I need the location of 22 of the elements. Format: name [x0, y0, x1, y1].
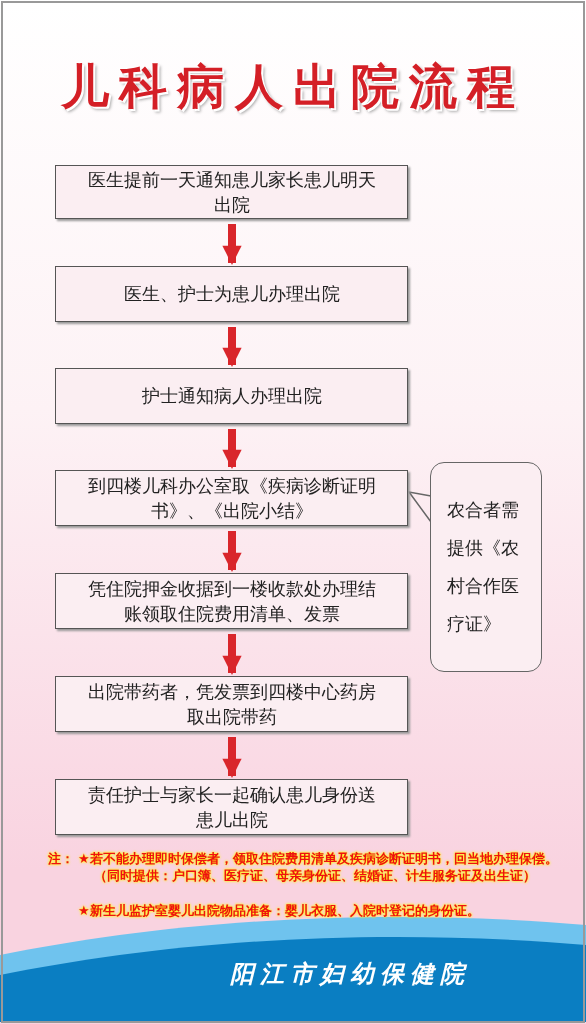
callout-pointer: [407, 490, 432, 523]
process-box: [55, 266, 408, 322]
process-box: [55, 470, 408, 526]
process-box: [55, 165, 408, 219]
note-text: ★若不能办理即时保偿者，领取住院费用清单及疾病诊断证明书，回当地办理保偿。（同时提供：户口簿、医疗证、母亲身份证、结婚证、计生服务证及出生证）: [78, 851, 559, 885]
step-text: 护士通知病人办理出院: [141, 384, 322, 409]
step-text: 凭住院押金收据到一楼收款处办理结账领取住院费用清单、发票: [86, 576, 377, 626]
step-text: 出院带药者，凭发票到四楼中心药房取出院带药: [86, 679, 377, 729]
speech-bubble: [430, 462, 542, 672]
step-text: 责任护士与家长一起确认患儿身份送患儿出院: [86, 782, 377, 832]
step-text: 农合者需提供《农村合作医疗证》: [447, 498, 520, 636]
process-box: [55, 368, 408, 424]
process-box: [55, 573, 408, 629]
step-text: 医生提前一天通知患儿家长患儿明天出院: [86, 167, 377, 217]
note-label: 注：: [48, 851, 75, 868]
hospital-name: 阳江市妇幼保健院: [230, 958, 471, 990]
process-box: [55, 779, 408, 835]
step-text: 医生、护士为患儿办理出院: [123, 282, 340, 307]
process-box: [55, 676, 408, 732]
title: 儿科病人出院流程: [60, 57, 526, 116]
note-text: ★新生儿监护室婴儿出院物品准备：婴儿衣服、入院时登记的身份证。: [78, 903, 481, 920]
step-text: 到四楼儿科办公室取《疾病诊断证明书》、《出院小结》: [86, 473, 377, 523]
